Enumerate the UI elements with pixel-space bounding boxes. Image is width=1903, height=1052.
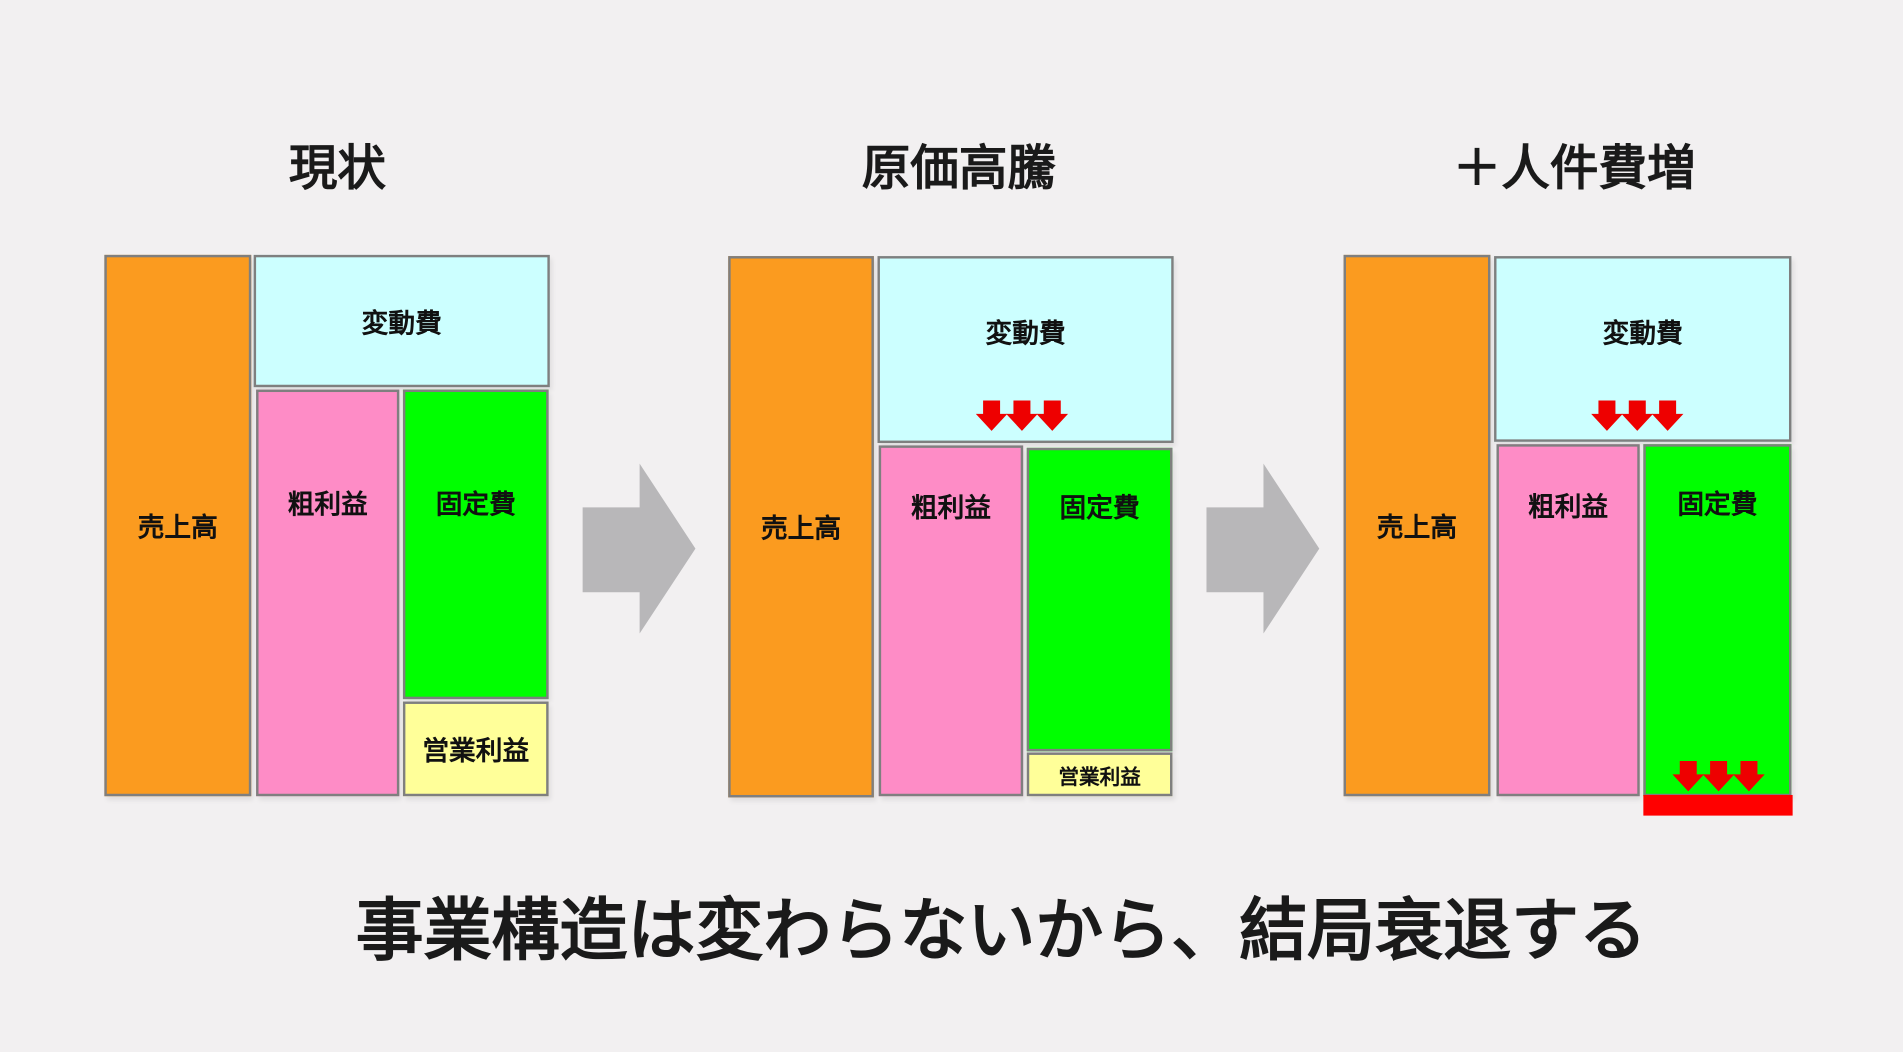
variable-cost-label: 変動費 [361,308,442,340]
conclusion-text: 事業構造は変わらないから、結局衰退する [355,892,1647,971]
down-arrows-icon [975,400,1069,431]
fixed-cost-label: 固定費 [1677,490,1758,521]
sales-label: 売上高 [1376,513,1458,544]
operating-profit-block: 営業利益 [1026,752,1173,797]
operating-profit-label: 営業利益 [422,736,530,768]
sales-block: 売上高 [1343,254,1491,797]
variable-cost-block: 変動費 [253,254,550,388]
fixed-cost-block: 固定費 [402,389,549,700]
fixed-cost-block: 固定費 [1643,444,1792,797]
down-arrows-icon [1591,400,1684,431]
sales-block: 売上高 [728,256,874,798]
sales-label: 売上高 [137,513,218,544]
fixed-cost-block: 固定費 [1026,447,1173,752]
panel-title-current: 現状 [288,140,386,197]
gross-profit-block: 粗利益 [256,389,400,797]
operating-loss-bar [1643,794,1793,816]
sales-label: 売上高 [760,514,842,545]
operating-profit-block: 営業利益 [402,701,549,797]
fixed-cost-label: 固定費 [435,489,516,521]
gross-profit-label: 粗利益 [910,493,991,525]
gross-profit-block: 粗利益 [878,445,1024,797]
gross-profit-label: 粗利益 [1528,492,1609,524]
right-arrow-icon [582,463,696,634]
operating-profit-label: 営業利益 [1058,765,1141,790]
gross-profit-label: 粗利益 [287,489,368,521]
right-arrow-icon [1206,463,1320,634]
fixed-cost-label: 固定費 [1059,493,1140,525]
variable-cost-label: 変動費 [985,319,1066,350]
sales-block: 売上高 [104,254,252,797]
panel-title-cost-surge: 原価高騰 [861,140,1056,197]
variable-cost-label: 変動費 [1602,319,1683,350]
down-arrows-icon [1672,760,1765,792]
gross-profit-block: 粗利益 [1496,444,1640,797]
panel-title-labor-cost-increase: ＋人件費増 [1452,140,1696,197]
